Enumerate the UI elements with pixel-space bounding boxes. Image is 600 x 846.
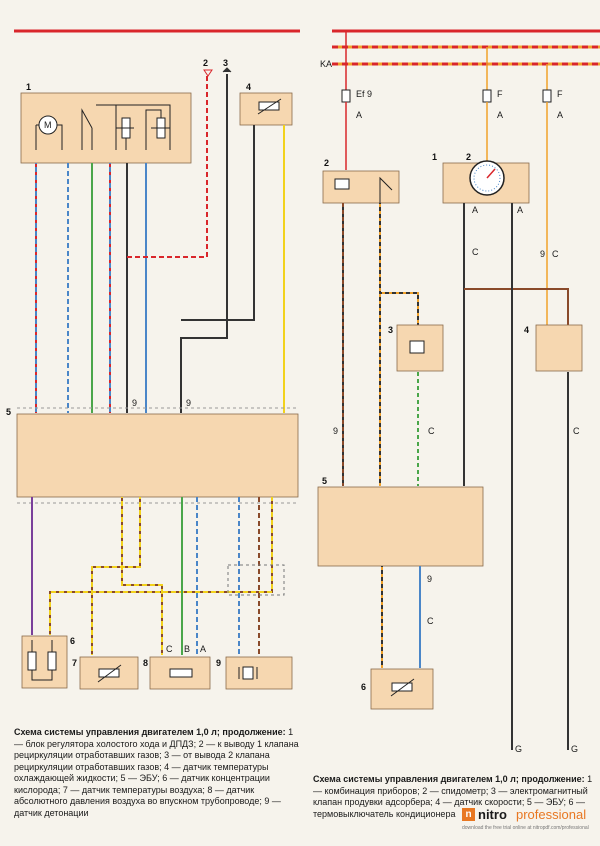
caption-right: Схема системы управления двигателем 1,0 …	[313, 774, 595, 820]
knock-plates	[238, 667, 258, 679]
pin-c-left: C	[472, 247, 479, 257]
svg-text:A: A	[497, 110, 503, 120]
map-pin-c: C	[166, 644, 173, 654]
wire-egr-1	[127, 74, 208, 258]
nitro-logo-icon: n	[462, 808, 475, 821]
fuse-f-1: F A	[482, 47, 503, 162]
knock-shield-box	[227, 564, 285, 596]
cluster-1-label: 1	[432, 152, 437, 162]
svg-text:F: F	[557, 89, 563, 99]
low-pin-9: 9	[427, 574, 432, 584]
ac-thermistor	[391, 682, 413, 692]
component-7-label: 7	[72, 658, 77, 668]
thermistor-4-arrow	[257, 98, 282, 115]
relay-2-block	[322, 170, 400, 204]
knock-element	[242, 666, 254, 680]
ecu-pin-9: 9	[333, 426, 338, 436]
sensor-pin-c: C	[573, 426, 580, 436]
nitro-subtext: download the free trial online at nitrop…	[462, 825, 589, 831]
component-4-label: 4	[246, 82, 251, 92]
ac-thermistor-arrow	[390, 678, 415, 697]
wire-iat-b	[91, 497, 141, 655]
map-pin-a: A	[200, 644, 206, 654]
svg-text:F: F	[497, 89, 503, 99]
speedometer-scale	[473, 164, 501, 192]
caption-left-body: 1 — блок регулятора холостого хода и ДПД…	[14, 727, 299, 818]
nitro-product: professional	[516, 807, 587, 822]
ac-switch-6-label: 6	[361, 682, 366, 692]
speedometer-needle	[486, 168, 496, 179]
component-8-label: 8	[143, 658, 148, 668]
wire-ect-ground	[181, 125, 255, 321]
relay-coil	[334, 178, 350, 190]
svg-text:A: A	[557, 110, 563, 120]
switch-wiring	[81, 104, 171, 150]
ecu-right-block	[317, 486, 484, 567]
wire-speed-sensor	[464, 288, 569, 325]
svg-text:Ef 9: Ef 9	[356, 89, 372, 99]
speed-sensor-4-label: 4	[524, 325, 529, 335]
motor-symbol: M	[44, 120, 52, 130]
ref-3-arrow	[222, 67, 232, 73]
pot-wiring	[116, 109, 170, 150]
ref-2-label: 2	[203, 58, 208, 68]
speed-sensor-4-block	[535, 324, 583, 372]
ref-3-label: 3	[223, 58, 228, 68]
caption-left-title: Схема системы управления двигателем 1,0 …	[14, 727, 286, 737]
relay-switch	[379, 176, 393, 203]
component-6-label: 6	[70, 636, 75, 646]
wire-relay-purge-b	[379, 203, 419, 325]
nitro-watermark: n nitro professional download the free t…	[462, 806, 598, 842]
bus-label: KA	[320, 59, 332, 69]
speedo-2-label: 2	[466, 152, 471, 162]
gauge-pin-a1: A	[472, 205, 478, 215]
low-pin-c: C	[427, 616, 434, 626]
purge-valve-3-label: 3	[388, 325, 393, 335]
wire-map-c	[121, 497, 163, 655]
ref-2-arrow	[203, 69, 213, 77]
pin-c-right: C	[552, 249, 559, 259]
ground-g2: G	[571, 744, 578, 754]
o2-wiring	[31, 640, 53, 681]
fuse-ef9: Ef 9 A	[341, 31, 372, 170]
nitro-brand: nitro	[478, 807, 507, 822]
wire-iat	[91, 497, 141, 655]
map-sensor-element	[169, 668, 193, 678]
component-9-block	[225, 656, 293, 690]
wire-map-c-b	[121, 497, 163, 655]
caption-right-title: Схема системы управления двигателем 1,0 …	[313, 774, 585, 784]
ecu-right-label: 5	[322, 476, 327, 486]
component-5-label: 5	[6, 407, 11, 417]
ground-g1: G	[515, 744, 522, 754]
relay-2-label: 2	[324, 158, 329, 168]
thermistor-4	[258, 101, 280, 111]
caption-left: Схема системы управления двигателем 1,0 …	[14, 727, 300, 819]
component-9-label: 9	[216, 658, 221, 668]
svg-text:A: A	[356, 110, 362, 120]
pin-9-a: 9	[132, 398, 137, 408]
pin-9-b: 9	[186, 398, 191, 408]
component-1-label: 1	[26, 82, 31, 92]
caption-right-body: 1 — комбинация приборов; 2 — спидометр; …	[313, 774, 593, 819]
wire-relay-purge	[379, 203, 419, 325]
gauge-pin-a2: A	[517, 205, 523, 215]
ecu-pin-c: C	[428, 426, 435, 436]
motor-wiring	[35, 124, 63, 150]
iat-arrow	[97, 664, 122, 683]
o2-element-2	[47, 651, 57, 671]
o2-element-1	[27, 651, 37, 671]
purge-coil	[409, 340, 425, 354]
ecu-left-block	[16, 413, 299, 498]
map-pin-b: B	[184, 644, 190, 654]
iat-thermistor	[98, 668, 120, 678]
pin-nine: 9	[540, 249, 545, 259]
fuse-f-2: F A	[542, 64, 563, 325]
wire-shield-b	[49, 497, 273, 635]
